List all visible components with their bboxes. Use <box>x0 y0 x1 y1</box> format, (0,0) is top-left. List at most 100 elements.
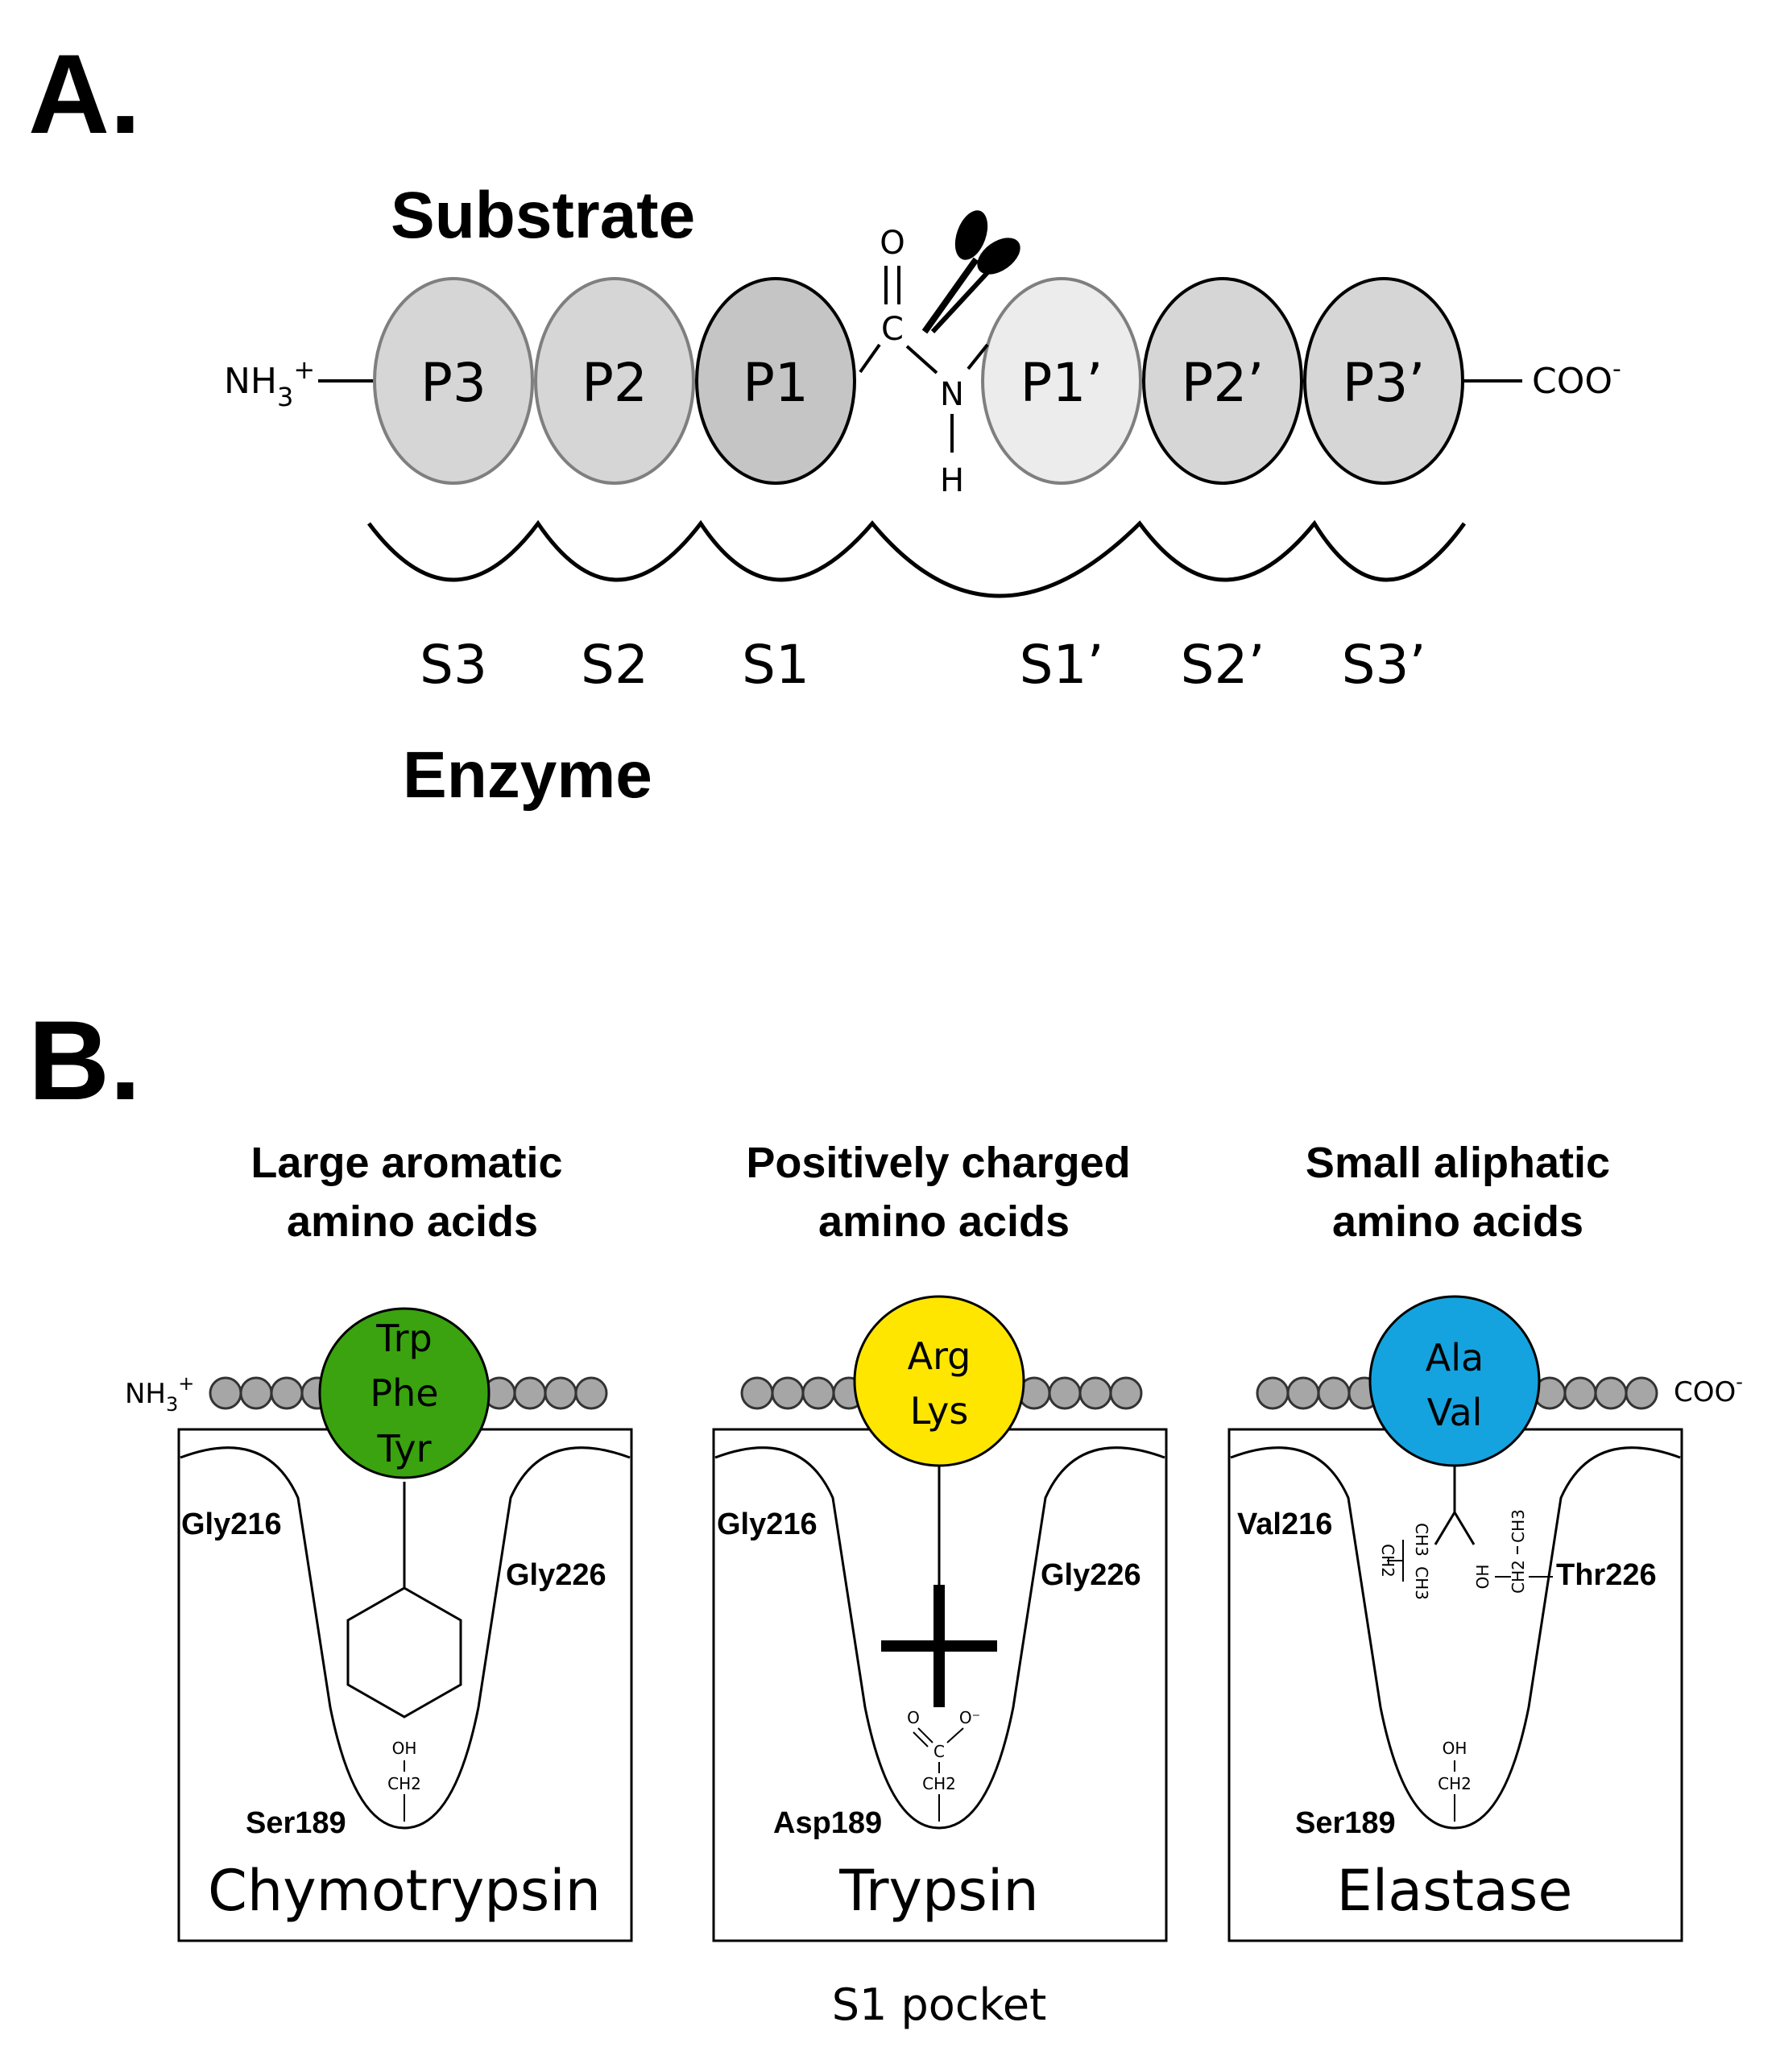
scissors-blade-2 <box>930 265 995 334</box>
chain-bead <box>1109 1376 1143 1410</box>
chain-bead <box>544 1376 577 1410</box>
aa-phe: Phe <box>370 1371 438 1415</box>
scissors-handle-1 <box>954 210 988 260</box>
chain-bead <box>239 1376 273 1410</box>
pocket-3-oh: OH <box>1443 1739 1467 1758</box>
carboxylate-o1: O <box>907 1708 920 1727</box>
chain-bead <box>771 1376 805 1410</box>
val-branch-right <box>1453 1512 1476 1545</box>
chain-bead <box>1256 1376 1289 1410</box>
benzene-ring <box>346 1586 462 1718</box>
pocket-1-left-residue: Gly216 <box>181 1507 282 1541</box>
carboxylate-c: C <box>933 1742 945 1761</box>
val216-ch3-top: CH3 <box>1412 1523 1431 1557</box>
chain-bead <box>1317 1376 1351 1410</box>
substrate-title: Substrate <box>391 179 695 252</box>
residue-p1prime-ellipse <box>981 277 1142 485</box>
pocket-1-outline <box>180 1446 631 1830</box>
chain-bead <box>574 1376 608 1410</box>
subsite-s1prime: S1’ <box>1020 634 1104 696</box>
pocket-trypsin: Arg Lys Gly216 Gly226 O O⁻ C CH2 Asp189 … <box>712 1295 1168 1942</box>
pocket-1-oh: OH <box>392 1739 417 1758</box>
chain-bead <box>1048 1376 1082 1410</box>
chain-bead <box>513 1376 547 1410</box>
enzyme-elastase: Elastase <box>1337 1858 1573 1924</box>
chain-bead <box>1078 1376 1112 1410</box>
subsite-s2: S2 <box>581 634 648 696</box>
subsite-s2prime: S2’ <box>1181 634 1265 696</box>
chain-bead <box>1563 1376 1597 1410</box>
residue-p1prime-label: P1’ <box>1020 352 1103 414</box>
val216-sidechain: CH2 CH3 CH3 <box>1378 1523 1431 1600</box>
aa-val: Val <box>1427 1391 1483 1434</box>
scissors-icon <box>921 210 1020 334</box>
b-n-terminus-label: NH3+ <box>125 1372 194 1416</box>
carbonyl-c: C <box>881 311 904 348</box>
residue-p2prime-label: P2’ <box>1182 352 1265 414</box>
pocket-3-amino-circle <box>1368 1295 1541 1467</box>
category-1-line1: Large aromatic <box>250 1139 562 1187</box>
pocket-1-amino-circle <box>318 1307 491 1479</box>
aa-lys: Lys <box>910 1389 969 1433</box>
pocket-2-right-residue: Gly226 <box>1041 1558 1141 1592</box>
subsite-s3prime: S3’ <box>1342 634 1426 696</box>
pocket-2-left-residue: Gly216 <box>717 1507 818 1541</box>
chain-bead <box>209 1376 242 1410</box>
subsite-s3: S3 <box>420 634 487 696</box>
residue-p3prime-ellipse <box>1303 277 1464 485</box>
thr226-sidechain: OH CH2 CH3 <box>1473 1509 1553 1594</box>
pocket-1-ch2: CH2 <box>387 1774 421 1793</box>
chain-bead <box>801 1376 835 1410</box>
thr226-ch3: CH3 <box>1509 1509 1528 1543</box>
residue-p2-ellipse <box>534 277 695 485</box>
panel-b-letter: B. <box>28 997 141 1123</box>
pocket-1-bottom-residue: Ser189 <box>246 1806 346 1840</box>
aa-arg: Arg <box>908 1334 971 1378</box>
panel-a: A. Substrate NH3+ P3 P2 P1 P1’ P2’ P3’ C… <box>28 31 1621 812</box>
carboxylate-o2: O⁻ <box>959 1708 980 1727</box>
residue-p2prime-ellipse <box>1142 277 1303 485</box>
carbonyl-o: O <box>880 225 904 262</box>
residue-p2-label: P2 <box>582 352 648 414</box>
panel-b: B. Large aromatic amino acids Positively… <box>28 997 1743 2030</box>
enzyme-subsite-surface <box>367 519 1467 598</box>
n-p1prime-bond <box>967 343 989 370</box>
aa-ala: Ala <box>1426 1336 1484 1379</box>
chain-bead <box>1594 1376 1628 1410</box>
amide-h: H <box>940 462 964 499</box>
pocket-chymotrypsin: Trp Phe Tyr Gly216 Gly226 OH CH2 Ser189 … <box>177 1307 633 1942</box>
peptide-bond: O C N H <box>859 225 989 499</box>
c-terminus-label: COO- <box>1532 355 1621 402</box>
residue-p3-ellipse <box>373 277 534 485</box>
pocket-3-outline <box>1230 1446 1681 1830</box>
thr226-oh: OH <box>1473 1565 1492 1590</box>
chain-bead <box>1286 1376 1320 1410</box>
chain-bead <box>270 1376 304 1410</box>
pocket-3-right-residue: Thr226 <box>1556 1558 1657 1592</box>
category-3-line2: amino acids <box>1332 1197 1583 1246</box>
category-3-line1: Small aliphatic <box>1306 1139 1610 1187</box>
residue-p3prime-label: P3’ <box>1343 352 1426 414</box>
c-p1-bond <box>859 343 881 374</box>
pocket-1-right-residue: Gly226 <box>506 1558 606 1592</box>
b-c-terminus-label: COO- <box>1674 1371 1743 1408</box>
pocket-3-left-residue: Val216 <box>1237 1507 1332 1541</box>
val-branch-left <box>1434 1512 1456 1545</box>
pocket-2-ch2: CH2 <box>922 1774 956 1793</box>
chain-bead <box>1625 1376 1658 1410</box>
val216-ch3-bottom: CH3 <box>1412 1566 1431 1600</box>
c-o-single <box>946 1727 964 1743</box>
amide-n: N <box>940 376 964 413</box>
aa-tyr: Tyr <box>376 1427 431 1470</box>
thr226-ch2: CH2 <box>1509 1560 1528 1594</box>
category-2-line1: Positively charged <box>746 1139 1130 1187</box>
residue-p3-label: P3 <box>420 352 486 414</box>
category-1-line2: amino acids <box>287 1197 538 1246</box>
enzyme-trypsin: Trypsin <box>838 1858 1038 1924</box>
pocket-3-ch2: CH2 <box>1438 1774 1472 1793</box>
pocket-2-amino-circle <box>853 1295 1025 1467</box>
chain-bead <box>740 1376 774 1410</box>
enzyme-chymotrypsin: Chymotrypsin <box>208 1858 601 1924</box>
